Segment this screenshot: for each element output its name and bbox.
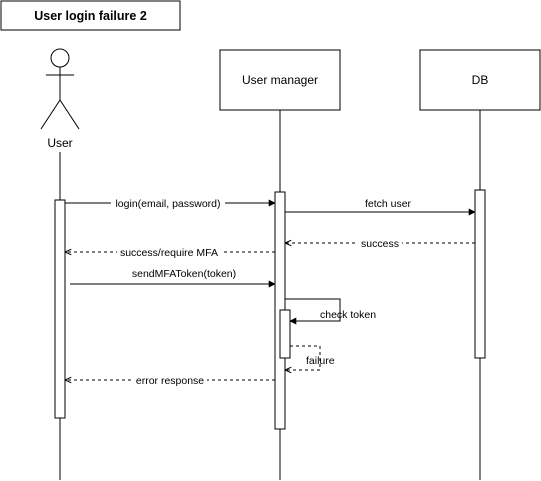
message-require-mfa-label-bg: [117, 245, 221, 259]
message-check-token-label: check token: [320, 309, 376, 321]
actor-user: [40, 48, 80, 130]
message-success-label-bg: [358, 237, 402, 250]
message-success-label: success: [361, 238, 399, 250]
activation-user-manager-nested: [279, 309, 291, 359]
activation-db: [474, 189, 486, 359]
diagram-title: User login failure 2: [34, 9, 147, 23]
participant-user-manager-label: User manager: [242, 73, 318, 87]
message-error-response-label: error response: [136, 375, 204, 387]
actor-left-leg: [40, 99, 61, 130]
message-failure-arrow: [285, 345, 321, 370]
actor-head: [50, 48, 70, 68]
participant-db: DB: [419, 49, 541, 111]
participant-db-label: DB: [472, 73, 489, 87]
message-login-label: login(email, password): [115, 198, 220, 210]
actor-user-label: User: [47, 136, 72, 150]
message-fetch-user-label: fetch user: [365, 198, 412, 210]
message-failure-label: failure: [306, 355, 335, 367]
message-login-label-bg: [111, 196, 225, 210]
diagram-title-box: User login failure 2: [0, 0, 181, 31]
message-require-mfa-label: success/require MFA: [120, 247, 218, 259]
message-send-mfa-token-label: sendMFAToken(token): [132, 268, 236, 280]
actor-right-leg: [59, 99, 80, 130]
participant-user-manager: User manager: [219, 49, 341, 111]
message-error-response-label-bg: [133, 373, 207, 387]
message-check-token-arrow: [285, 298, 341, 325]
activation-user: [54, 199, 66, 419]
